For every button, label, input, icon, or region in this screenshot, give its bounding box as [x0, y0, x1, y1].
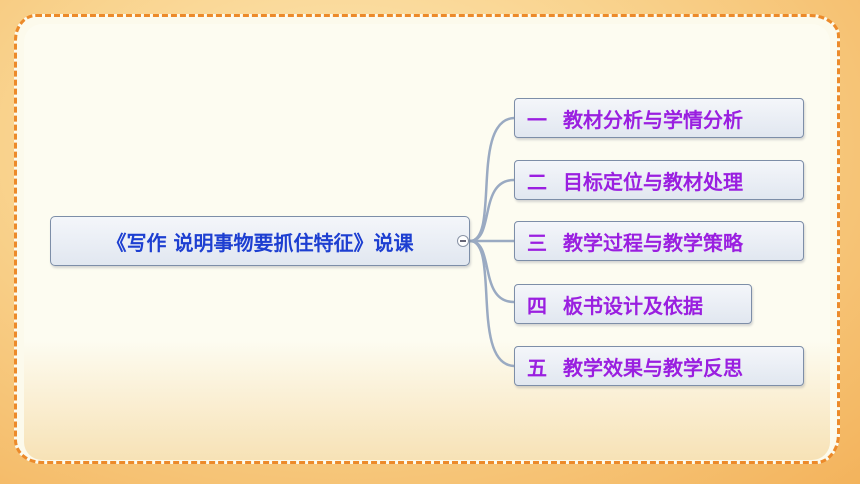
connector-2: [469, 178, 515, 243]
branch-topic-3[interactable]: 三 教学过程与教学策略: [514, 221, 804, 261]
branch-label: 教学过程与教学策略: [563, 230, 743, 255]
branch-number: 三: [527, 230, 547, 255]
branch-number: 四: [527, 293, 547, 318]
branch-number: 一: [527, 107, 547, 132]
connector-5: [469, 239, 515, 368]
branch-label: 教学效果与教学反思: [563, 355, 743, 380]
branch-number: 二: [527, 169, 547, 194]
branch-label: 板书设计及依据: [563, 293, 703, 318]
branch-number: 五: [527, 355, 547, 380]
branch-topic-4[interactable]: 四 板书设计及依据: [514, 284, 752, 324]
branch-topic-1[interactable]: 一 教材分析与学情分析: [514, 98, 804, 138]
branch-label: 目标定位与教材处理: [563, 169, 743, 194]
root-topic[interactable]: 《写作 说明事物要抓住特征》说课: [50, 216, 470, 266]
connector-4: [469, 239, 515, 304]
collapse-toggle-icon[interactable]: [457, 235, 469, 247]
connector-1: [469, 116, 515, 243]
root-topic-label: 《写作 说明事物要抓住特征》说课: [106, 230, 414, 255]
branch-topic-2[interactable]: 二 目标定位与教材处理: [514, 160, 804, 200]
branch-topic-5[interactable]: 五 教学效果与教学反思: [514, 346, 804, 386]
branch-label: 教材分析与学情分析: [563, 107, 743, 132]
